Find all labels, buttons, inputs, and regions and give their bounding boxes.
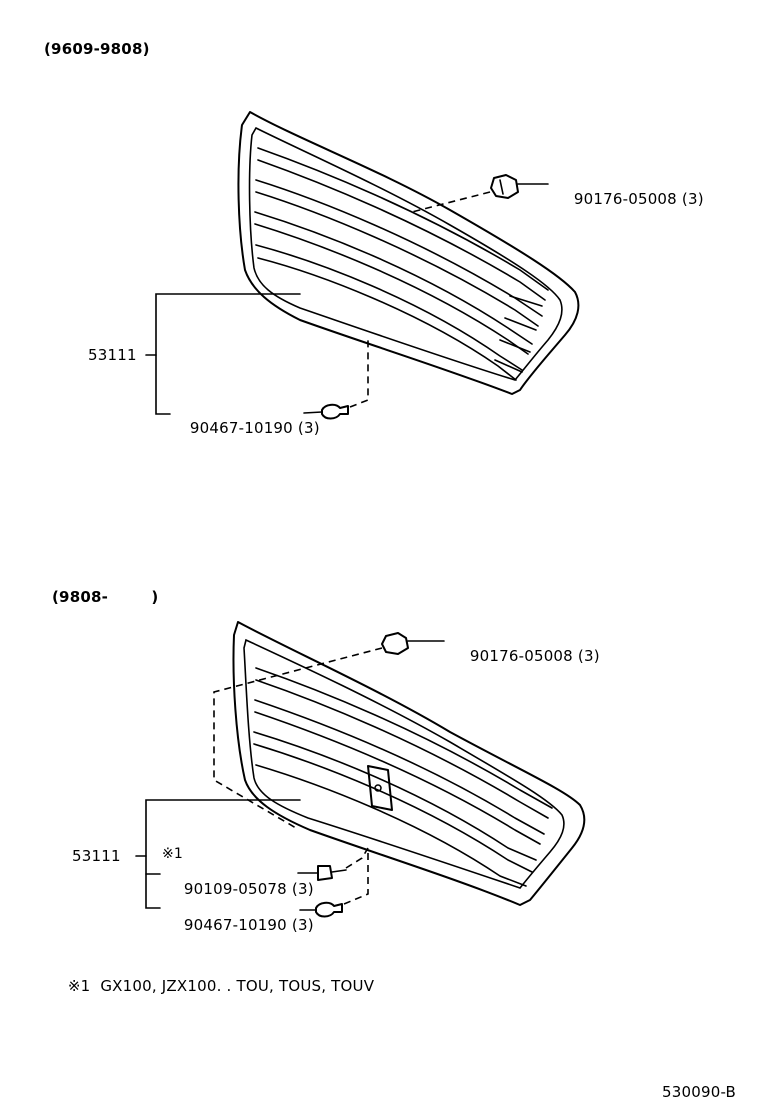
callout-code: 90176-05008 (3) xyxy=(554,177,704,222)
footnote-marker: ※1 xyxy=(67,977,91,995)
callout-qty: (3) xyxy=(577,647,600,665)
callout-code: 90109-05078 (3) xyxy=(164,867,314,912)
part-number-label: 53111 xyxy=(88,346,137,364)
callout-qty: (3) xyxy=(681,190,704,208)
footnote-text: GX100, JZX100. . TOU, TOUS, TOUV xyxy=(100,977,375,995)
diagram-id: 530090-B xyxy=(662,1083,737,1101)
note-marker: ※1 xyxy=(162,846,184,862)
callout-code: 90176-05008 (3) xyxy=(450,634,600,679)
callout-qty: (3) xyxy=(291,880,314,898)
callout-qty: (3) xyxy=(291,916,314,934)
callout-code-text: 90176-05008 xyxy=(573,190,677,208)
callout-code-text: 90467-10190 xyxy=(189,419,293,437)
footnote: ※1 GX100, JZX100. . TOU, TOUS, TOUV xyxy=(48,964,374,1009)
date-range-label: (9609-9808) xyxy=(44,40,150,58)
callout-code-text: 90109-05078 xyxy=(183,880,287,898)
callout-code: 90467-10190 (3) xyxy=(164,903,314,948)
callout-code-text: 90176-05008 xyxy=(469,647,573,665)
callout-code: 90467-10190 (3) xyxy=(170,406,320,451)
date-range-label: (9808- ) xyxy=(52,588,159,606)
callout-code-text: 90467-10190 xyxy=(183,916,287,934)
part-number-label: 53111 xyxy=(72,847,121,865)
callout-qty: (3) xyxy=(297,419,320,437)
